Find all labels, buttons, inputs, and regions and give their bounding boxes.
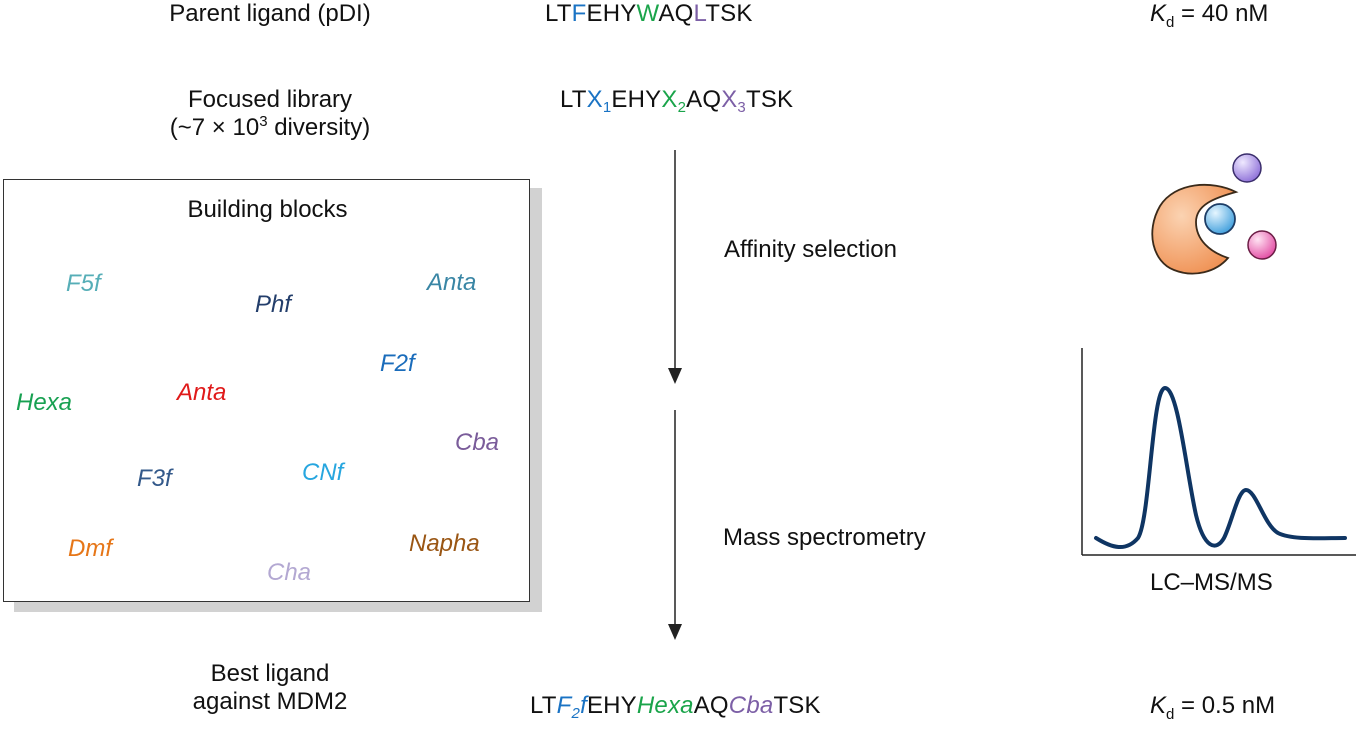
mass-spectrometry-label: Mass spectrometry bbox=[723, 524, 926, 551]
block-anta-red: Anta bbox=[177, 379, 227, 406]
chromatogram-icon bbox=[1081, 348, 1356, 556]
affinity-selection-label: Affinity selection bbox=[724, 236, 897, 263]
library-sequence: LTX1EHYX2AQX3TSK bbox=[560, 86, 794, 116]
arrow-mass-spec bbox=[668, 410, 682, 640]
block-f5f: F5f bbox=[66, 270, 101, 297]
block-hexa: Hexa bbox=[16, 389, 73, 416]
best-ligand-label: Best ligand against MDM2 bbox=[192, 660, 348, 715]
best-sequence: LTF2fEHYHexaAQCbaTSK bbox=[530, 692, 821, 722]
block-cba: Cba bbox=[455, 429, 500, 456]
parent-ligand-label: Parent ligand (pDI) bbox=[169, 0, 371, 27]
block-cnf: CNf bbox=[302, 459, 344, 486]
mdm2-protein-icon bbox=[1151, 183, 1239, 275]
building-blocks-box: Building blocks F5f Phf Anta F2f Hexa An… bbox=[3, 179, 530, 602]
parent-kd: Kd = 40 nM bbox=[1150, 0, 1269, 31]
best-kd: Kd = 0.5 nM bbox=[1150, 692, 1276, 723]
ligand-spheres-icon bbox=[1232, 153, 1277, 260]
block-f3f: F3f bbox=[137, 465, 172, 492]
block-anta-top: Anta bbox=[427, 269, 477, 296]
block-napha: Napha bbox=[409, 530, 480, 557]
block-cha: Cha bbox=[267, 559, 312, 586]
block-phf: Phf bbox=[255, 291, 292, 318]
arrow-affinity bbox=[668, 150, 682, 384]
parent-sequence: LTFEHYWAQLTSK bbox=[545, 0, 753, 27]
lcms-label: LC–MS/MS bbox=[1150, 569, 1273, 596]
block-f2f: F2f bbox=[380, 350, 415, 377]
focused-library-label: Focused library (~7 × 103 diversity) bbox=[169, 86, 371, 141]
building-blocks-title: Building blocks bbox=[187, 196, 348, 223]
block-dmf: Dmf bbox=[68, 535, 112, 562]
